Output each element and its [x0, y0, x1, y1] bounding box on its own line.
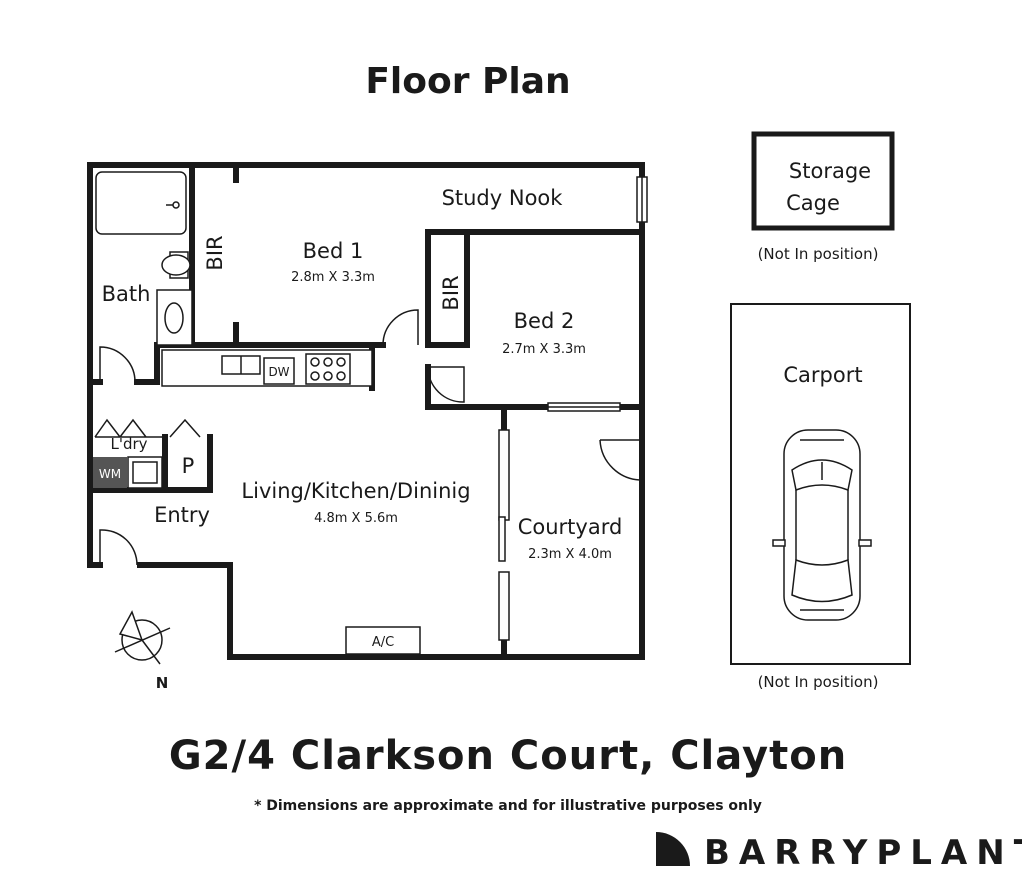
bir-label-1: BIR: [203, 235, 227, 270]
disclaimer: * Dimensions are approximate and for ill…: [254, 798, 762, 814]
bed2-dims: 2.7m X 3.3m: [502, 342, 586, 357]
carport: [730, 303, 911, 665]
carport-note: (Not In position): [758, 673, 879, 691]
living-dims: 4.8m X 5.6m: [314, 511, 398, 526]
carport-label: Carport: [783, 363, 862, 387]
pantry-label: P: [182, 454, 195, 478]
bed1-label: Bed 1: [303, 239, 364, 263]
storage-note: (Not In position): [758, 245, 879, 263]
brand-logo: BARRYPLANT: [656, 832, 1022, 873]
apartment-walls: [87, 162, 645, 660]
page-title: Floor Plan: [365, 61, 570, 102]
bed1-dims: 2.8m X 3.3m: [291, 270, 375, 285]
ac-label: A/C: [372, 635, 394, 650]
windows: [498, 176, 648, 641]
bath-fixtures: [95, 171, 193, 346]
brand-mark-icon: [656, 832, 690, 866]
brand-name: BARRYPLANT: [704, 833, 1022, 873]
entry-label: Entry: [154, 503, 210, 527]
courtyard-dims: 2.3m X 4.0m: [528, 547, 612, 562]
washing-machine: [93, 457, 127, 488]
bir-label-2: BIR: [439, 275, 463, 310]
dw-label: DW: [268, 365, 289, 379]
storage-cage: [751, 131, 895, 231]
compass-north-label: N: [156, 674, 169, 692]
laundry-label: L'dry: [110, 435, 147, 453]
living-label: Living/Kitchen/Dininig: [241, 479, 470, 503]
laundry-fixtures: WM: [93, 456, 163, 489]
storage-label-line2: Cage: [786, 191, 840, 215]
storage-label-line1: Storage: [789, 159, 871, 183]
study-nook-label: Study Nook: [442, 186, 564, 210]
doors: [94, 309, 643, 566]
courtyard-label: Courtyard: [518, 515, 623, 539]
bath-label: Bath: [102, 282, 151, 306]
car-icon: [772, 429, 872, 621]
bed2-label: Bed 2: [514, 309, 575, 333]
dishwasher: [263, 357, 295, 385]
compass-icon: N: [114, 610, 171, 692]
kitchen-bench: DW: [161, 349, 373, 387]
wm-label: WM: [99, 467, 121, 481]
ac-unit: [345, 626, 421, 655]
property-address: G2/4 Clarkson Court, Clayton: [169, 733, 847, 779]
